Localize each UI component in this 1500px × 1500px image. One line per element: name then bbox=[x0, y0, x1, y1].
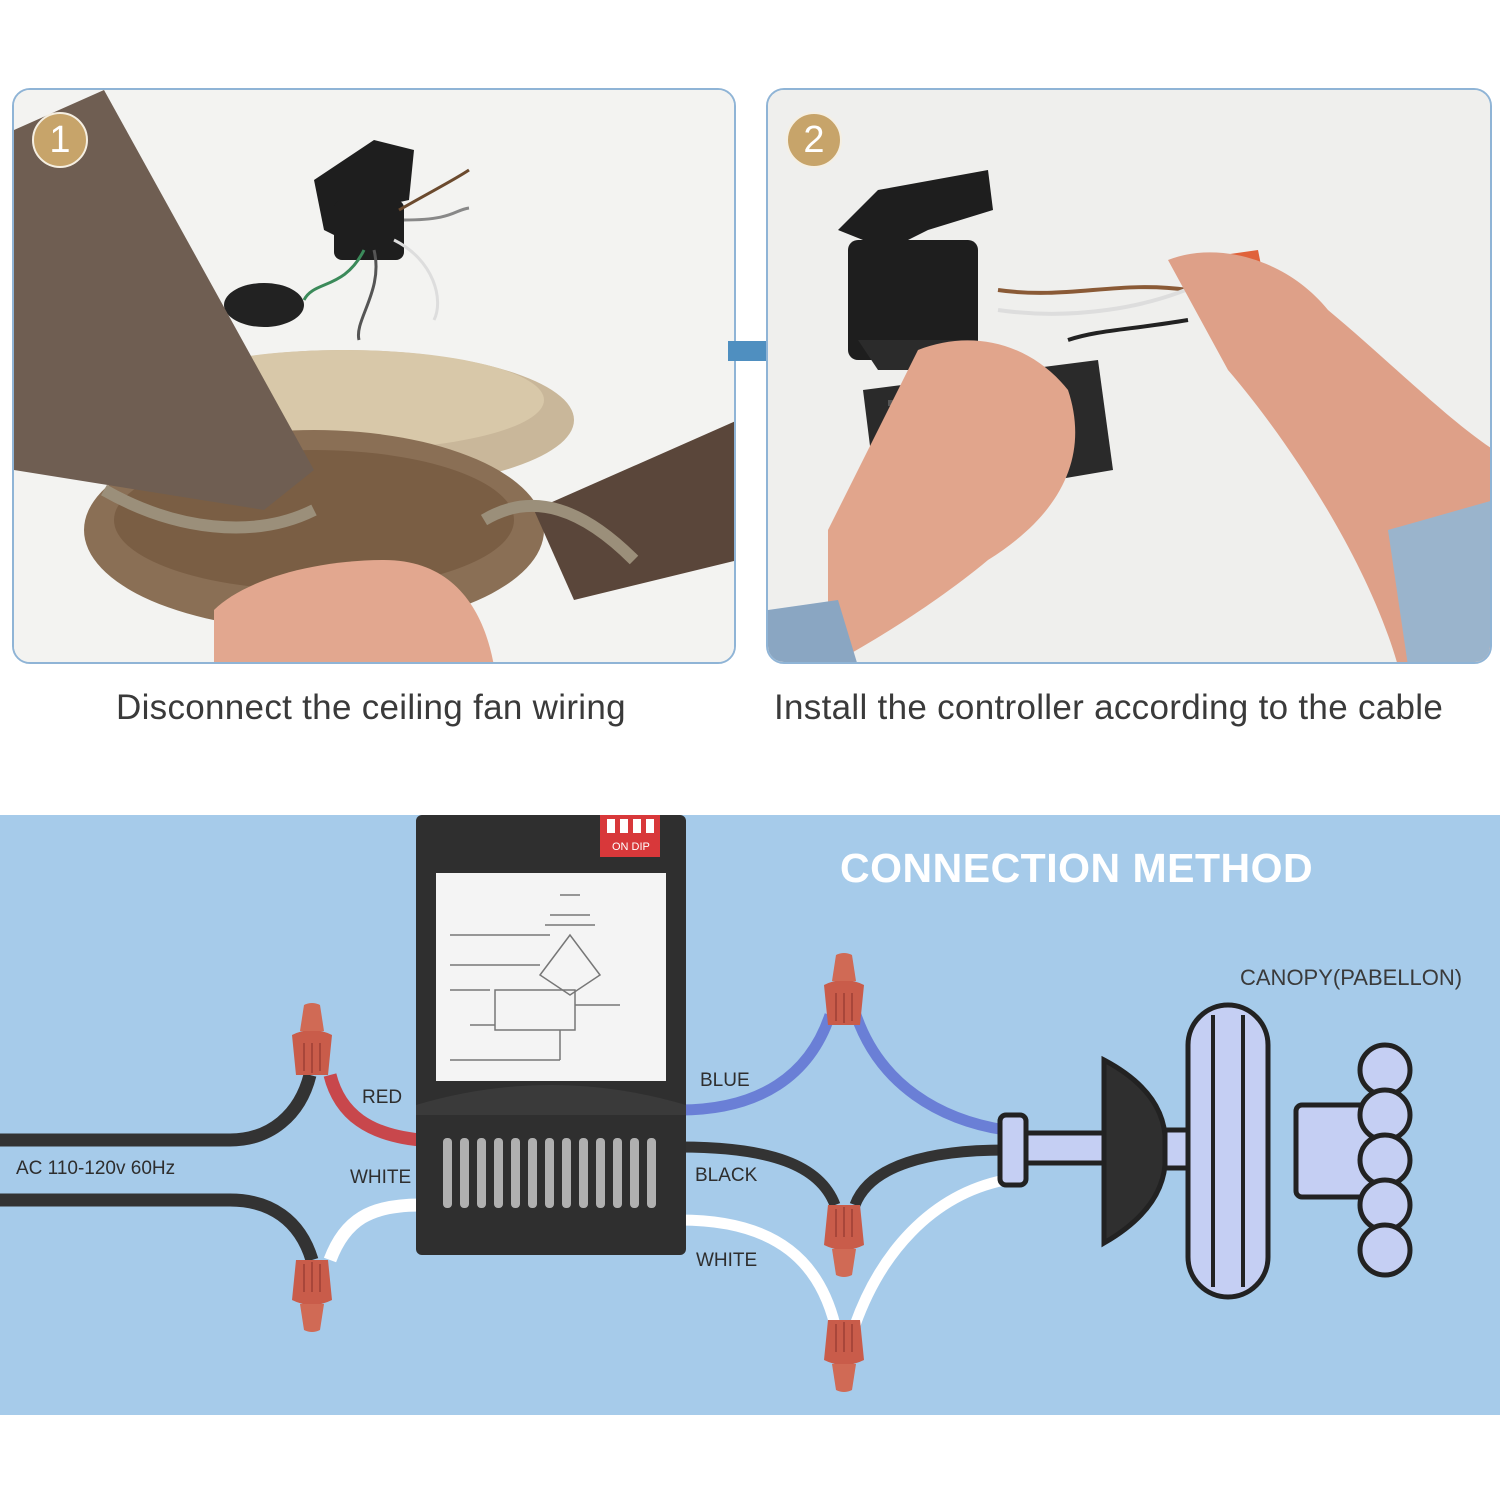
step-2-photo: 2 bbox=[766, 88, 1492, 664]
vent-grille bbox=[443, 1138, 656, 1208]
receiver-controller: ON DIP bbox=[416, 815, 686, 1255]
canopy-label: CANOPY(PABELLON) bbox=[1240, 965, 1463, 990]
step-2-illustration bbox=[768, 90, 1490, 662]
blue-wire-out bbox=[850, 1013, 1006, 1136]
black-wire bbox=[679, 1141, 841, 1208]
red-wire-label: RED bbox=[362, 1087, 403, 1108]
wire-nut-black bbox=[823, 1204, 865, 1278]
wire-nut-white-in bbox=[291, 1259, 333, 1333]
step-2-caption: Install the controller according to the … bbox=[774, 688, 1444, 727]
power-label: AC 110-120v 60Hz bbox=[16, 1158, 176, 1179]
white-in-wire-label: WHITE bbox=[350, 1167, 412, 1188]
connection-diagram: ON DIP bbox=[0, 815, 1500, 1415]
left-hand bbox=[828, 340, 1076, 662]
wire-nut-white-out bbox=[823, 1319, 865, 1393]
blue-wire-label: BLUE bbox=[700, 1070, 750, 1091]
power-black-wire-bottom bbox=[0, 1193, 319, 1263]
black-wire-out bbox=[849, 1144, 1006, 1208]
white-wire bbox=[679, 1214, 841, 1327]
wiring-diagram: ON DIP bbox=[0, 815, 1413, 1393]
blue-wire bbox=[679, 1013, 836, 1116]
dip-text: ON DIP bbox=[612, 841, 650, 853]
fan-canopy-drawing bbox=[997, 1002, 1413, 1300]
step-1-illustration bbox=[14, 90, 734, 662]
hand bbox=[214, 560, 494, 662]
wire-nut-blue bbox=[823, 952, 865, 1026]
step-1-photo: 1 bbox=[12, 88, 736, 664]
white-out-wire-label: WHITE bbox=[696, 1250, 758, 1271]
step-1-caption: Disconnect the ceiling fan wiring bbox=[116, 688, 626, 727]
controller-label bbox=[436, 873, 666, 1081]
fan-blade-left bbox=[14, 90, 314, 510]
power-black-wire-top bbox=[0, 1073, 317, 1147]
diagram-title: CONNECTION METHOD bbox=[840, 845, 1314, 891]
fan-blade-right bbox=[534, 421, 734, 600]
black-wire-label: BLACK bbox=[695, 1165, 758, 1186]
white-wire-in bbox=[323, 1198, 421, 1263]
white-wire-out bbox=[849, 1174, 1007, 1327]
wire-nut-red bbox=[291, 1002, 333, 1076]
mounting-bracket bbox=[314, 140, 414, 260]
red-wire bbox=[323, 1073, 421, 1147]
loose-wires bbox=[302, 168, 470, 341]
step-1-badge: 1 bbox=[32, 112, 88, 168]
step-2-badge: 2 bbox=[786, 112, 842, 168]
motor-cap bbox=[224, 283, 304, 327]
